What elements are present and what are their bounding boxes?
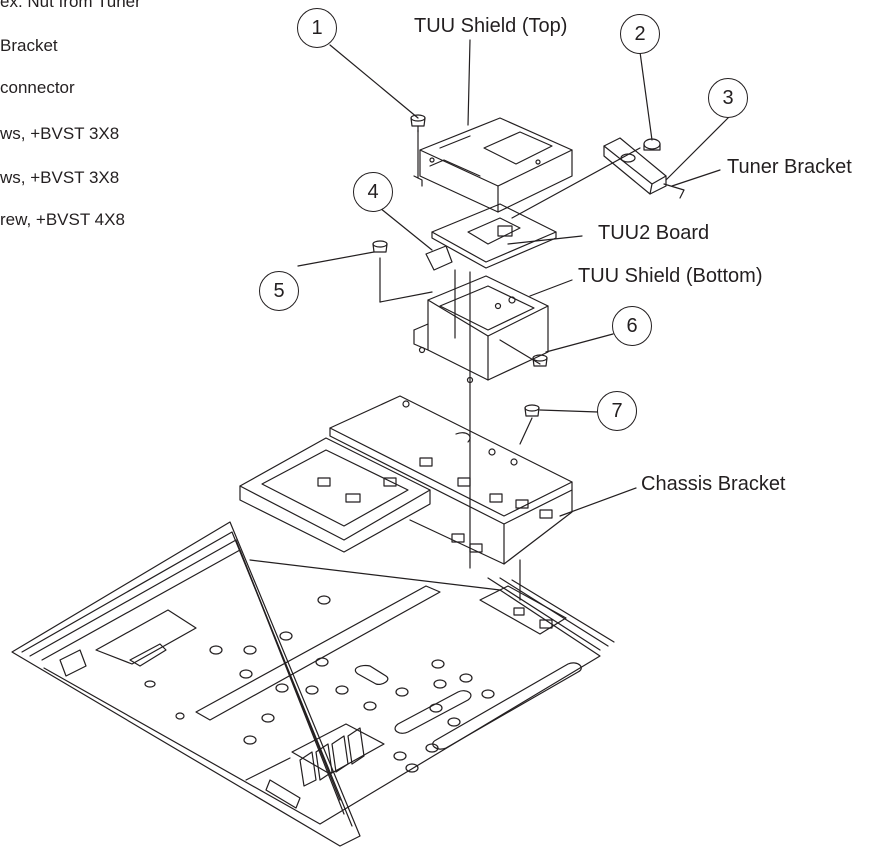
tuner-bracket-label: Tuner Bracket	[727, 156, 852, 178]
tuu-shield-top-label: TUU Shield (Top)	[414, 15, 568, 37]
procedure-step: connector	[0, 78, 75, 97]
procedure-step: ws, +BVST 3X8	[0, 124, 120, 143]
callout-6: 6	[612, 306, 652, 346]
tuu-shield-bottom-label: TUU Shield (Bottom)	[578, 265, 763, 287]
tuner-bracket-drawing	[603, 137, 685, 199]
tuu2-board-drawing	[425, 203, 557, 271]
callout-7: 7	[597, 391, 637, 431]
tuu-shield-top-drawing	[413, 117, 573, 213]
screw-6-drawing	[532, 354, 548, 367]
screw-5-drawing	[372, 240, 388, 253]
main-chassis-drawing	[11, 521, 615, 847]
procedure-step: rew, +BVST 4X8	[0, 210, 125, 229]
tuu-shield-bottom-drawing	[413, 275, 549, 384]
callout-3: 3	[708, 78, 748, 118]
callout-4: 4	[353, 172, 393, 212]
callout-1: 1	[297, 8, 337, 48]
procedure-step: ex. Nut from Tuner	[0, 0, 141, 11]
leader-lines	[297, 39, 731, 517]
tuu2-board-label: TUU2 Board	[598, 222, 710, 244]
screw-7-drawing	[524, 404, 540, 417]
alignment-lines	[379, 129, 641, 601]
nut-2-drawing	[643, 138, 661, 151]
chassis-bracket-drawing	[239, 395, 573, 565]
callout-2: 2	[620, 14, 660, 54]
procedure-step: ws, +BVST 3X8	[0, 168, 120, 187]
procedure-step: Bracket	[0, 36, 58, 55]
callout-5: 5	[259, 271, 299, 311]
chassis-bracket-label: Chassis Bracket	[641, 473, 786, 495]
screw-1-drawing	[410, 114, 426, 133]
